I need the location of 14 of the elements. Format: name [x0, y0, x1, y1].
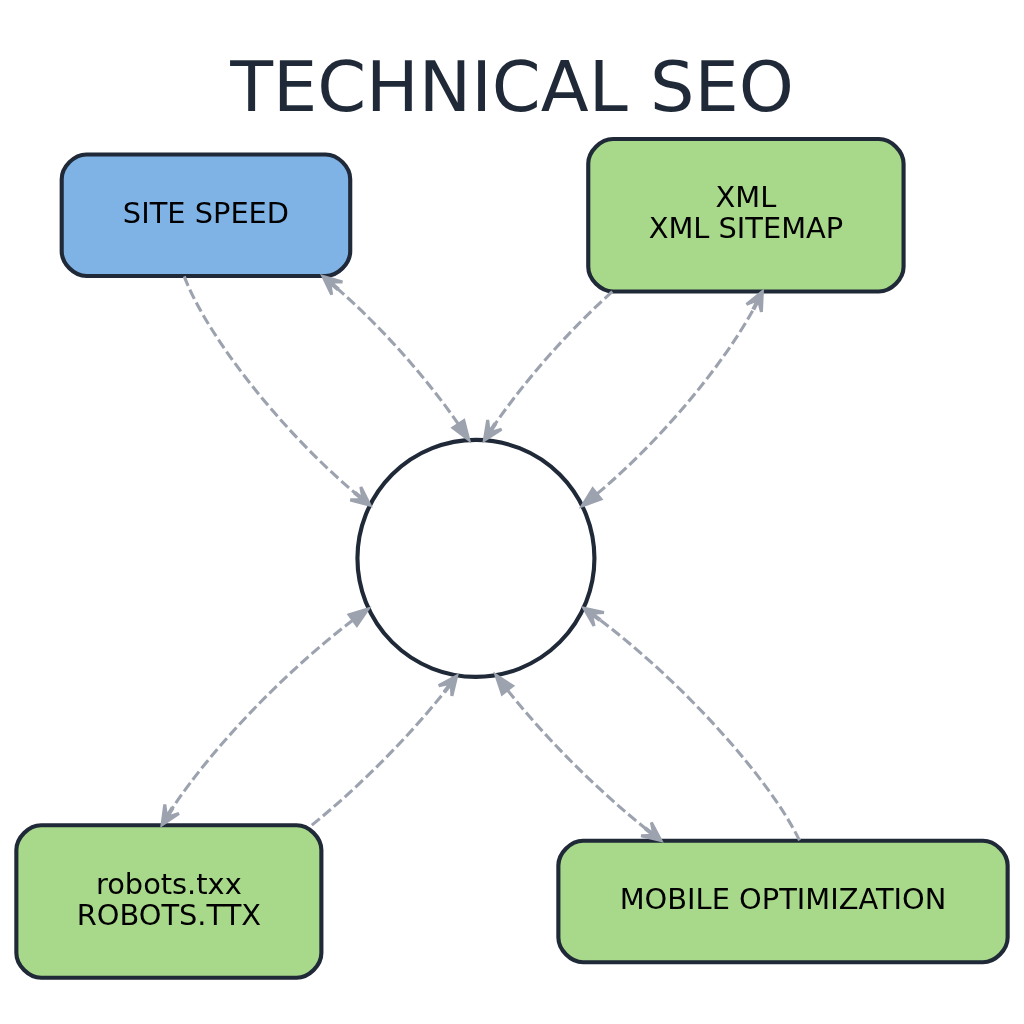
arrow — [578, 290, 764, 509]
arrow — [182, 275, 372, 507]
arrow — [482, 290, 614, 442]
arrow — [321, 274, 472, 444]
arrow — [310, 674, 459, 827]
node-box: MOBILE OPTIMIZATION — [556, 838, 1010, 965]
diagram-title: TECHNICAL SEO — [230, 45, 794, 128]
node-box: XML XML SITEMAP — [586, 136, 906, 294]
arrow — [582, 606, 801, 842]
node-box: SITE SPEED — [59, 152, 353, 279]
node-circle — [355, 437, 597, 679]
node-box: robots.txx ROBOTS.TTX — [14, 823, 324, 980]
arrow — [493, 671, 663, 843]
arrow — [160, 606, 372, 827]
